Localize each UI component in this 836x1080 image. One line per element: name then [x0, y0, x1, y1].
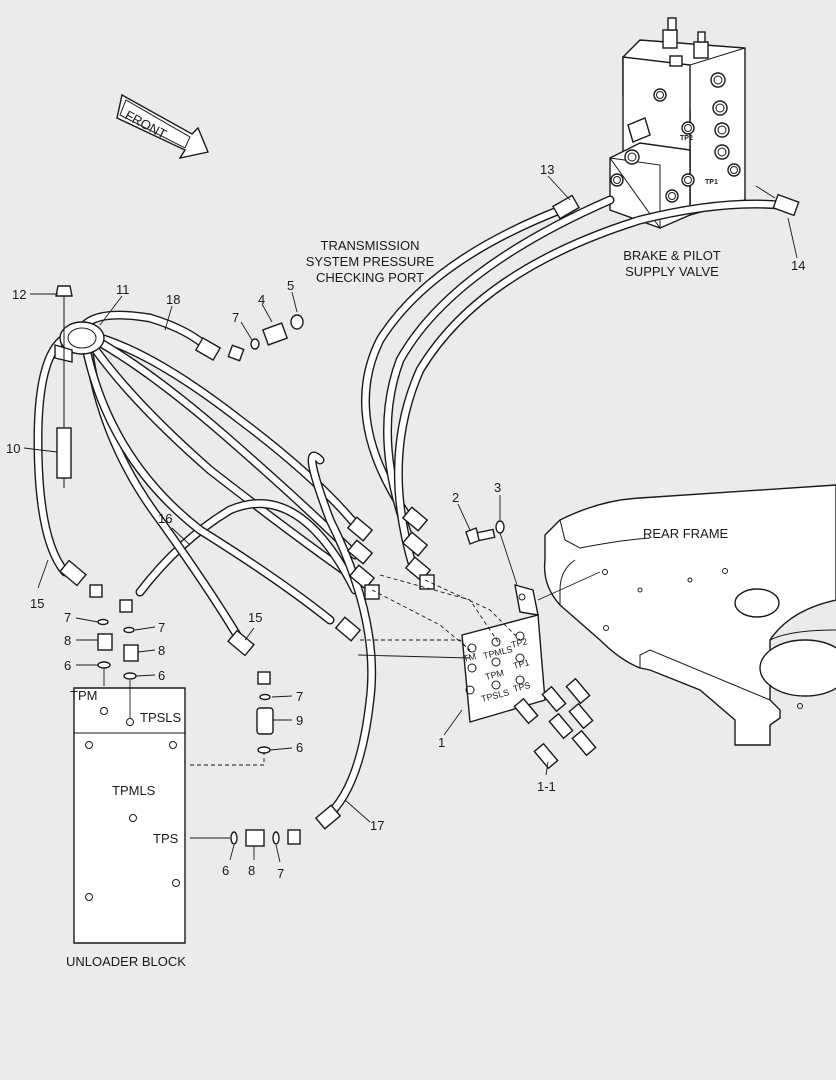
front-arrow: FRONT: [116, 93, 209, 160]
check-port-fittings: [250, 314, 304, 350]
callout-8b: 8: [158, 643, 165, 658]
hose-fittings: [59, 193, 800, 845]
callout-1-1: 1-1: [537, 779, 556, 794]
brake-pilot-valve: TP2 TP1: [608, 17, 746, 230]
callout-8c: 8: [248, 863, 255, 878]
callout-7b: 7: [64, 610, 71, 625]
unloader-block-label: UNLOADER BLOCK: [66, 954, 186, 969]
valve-port-tp1: TP1: [705, 179, 718, 186]
callout-14: 14: [791, 258, 805, 273]
unloader-port-tpm: TPM: [70, 688, 97, 703]
callout-6a: 6: [64, 658, 71, 673]
valve-port-tp2: TP2: [680, 135, 693, 142]
callout-12: 12: [12, 287, 26, 302]
callout-13: 13: [540, 162, 554, 177]
clamp-assembly: [54, 285, 105, 488]
mounting-bracket: TPMLS TP2 TM TPM TP1 TPSLS TPS: [461, 584, 546, 723]
callout-6d: 6: [222, 863, 229, 878]
callout-6b: 6: [158, 668, 165, 683]
leader-lines: [23, 175, 798, 863]
callout-5: 5: [287, 278, 294, 293]
callout-7a: 7: [232, 310, 239, 325]
bracket-port-tp1: TP1: [512, 657, 530, 671]
callout-2: 2: [452, 490, 459, 505]
callout-11: 11: [116, 282, 130, 297]
bracket-port-tp2: TP2: [510, 636, 528, 650]
unloader-port-tpmls: TPMLS: [112, 783, 156, 798]
callout-16: 16: [158, 511, 172, 526]
bracket-port-tpm: TPM: [484, 668, 505, 682]
callout-9: 9: [296, 713, 303, 728]
bracket-port-tps: TPS: [512, 680, 531, 694]
callout-1: 1: [438, 735, 445, 750]
routing-lines: [357, 571, 601, 659]
callout-10: 10: [6, 441, 20, 456]
callout-7d: 7: [296, 689, 303, 704]
callout-15a: 15: [30, 596, 44, 611]
callout-6c: 6: [296, 740, 303, 755]
rear-frame: [543, 484, 836, 746]
callout-17: 17: [370, 818, 384, 833]
brake-valve-label-line1: BRAKE & PILOT: [623, 248, 721, 263]
bracket-port-tm: TM: [462, 651, 477, 664]
rear-frame-label: REAR FRAME: [643, 526, 729, 541]
trans-port-label-line1: TRANSMISSION: [321, 238, 420, 253]
callout-18: 18: [166, 292, 180, 307]
bolt-and-washer: [465, 520, 518, 586]
unloader-block: TPM TPSLS TPMLS TPS UNLOADER BLOCK: [66, 687, 186, 969]
callout-4: 4: [258, 292, 265, 307]
brake-valve-label-line2: SUPPLY VALVE: [625, 264, 719, 279]
callout-7c: 7: [158, 620, 165, 635]
trans-port-label-line3: CHECKING PORT: [316, 270, 424, 285]
callout-3: 3: [494, 480, 501, 495]
callouts: 12 11 18 4 5 7 10 15 7 8 6 7 8 6 16 15 7…: [6, 162, 805, 881]
callout-8a: 8: [64, 633, 71, 648]
annotations: TRANSMISSION SYSTEM PRESSURE CHECKING PO…: [306, 238, 729, 541]
callout-7e: 7: [277, 866, 284, 881]
hoses: [33, 195, 785, 823]
trans-port-label-line2: SYSTEM PRESSURE: [306, 254, 435, 269]
test-couplers: [513, 677, 597, 770]
unloader-port-tps: TPS: [153, 831, 179, 846]
callout-15b: 15: [248, 610, 262, 625]
unloader-port-tpsls: TPSLS: [140, 710, 182, 725]
